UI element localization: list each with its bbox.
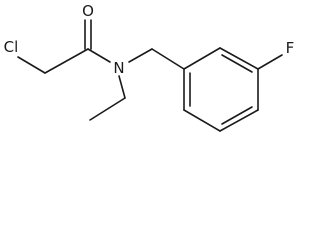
ring-bond-2 bbox=[219, 47, 259, 70]
bond-ring-f bbox=[257, 54, 283, 70]
ring-bond-5 bbox=[183, 109, 221, 132]
bond-ch2-carbonyl bbox=[44, 48, 89, 74]
ring-inner-bond-1 bbox=[221, 54, 253, 73]
ring-bond-1 bbox=[183, 47, 221, 70]
atom-fluorine: F bbox=[286, 39, 295, 57]
atom-nitrogen: N bbox=[113, 59, 124, 77]
bond-n-ethyl bbox=[118, 75, 126, 99]
bond-n-benzyl bbox=[128, 48, 153, 63]
atom-labels: Cl O N F bbox=[4, 2, 295, 77]
bonds bbox=[17, 19, 283, 132]
bond-ethyl-methyl bbox=[89, 97, 126, 121]
bond-cl-ch2 bbox=[17, 56, 46, 74]
atom-oxygen: O bbox=[82, 2, 94, 20]
bond-benzyl-ring bbox=[151, 48, 185, 70]
ring-bond-4 bbox=[219, 109, 259, 132]
atom-chlorine: Cl bbox=[4, 38, 19, 56]
bond-carbonyl-n bbox=[87, 48, 111, 63]
structure-diagram: Cl O N F bbox=[4, 2, 295, 132]
ring-inner-bond-2 bbox=[221, 106, 253, 125]
